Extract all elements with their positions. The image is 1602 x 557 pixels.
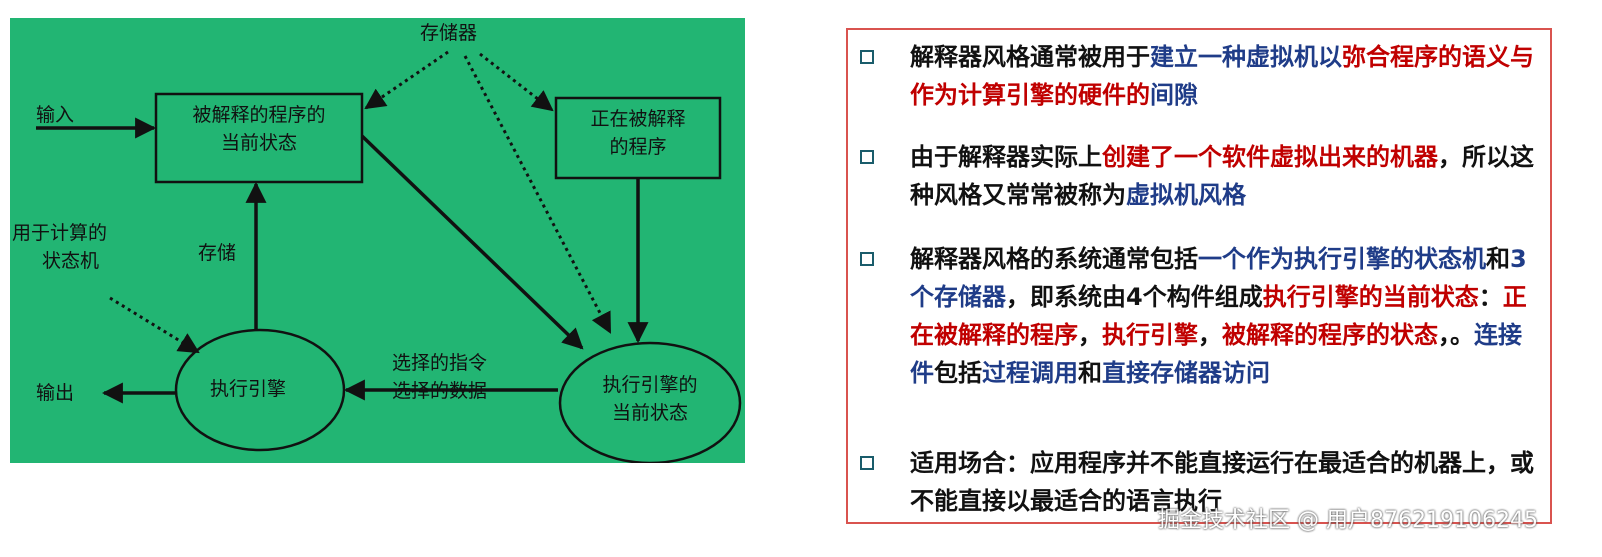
memory-to-state-dotted-arrow [364, 50, 449, 110]
bullet-segment: 建立一种虚拟机以 [1150, 43, 1342, 71]
bullet-segment: 执行引擎 [1102, 321, 1198, 349]
engine-state-ellipse [558, 341, 742, 463]
state-machine-label: 用于计算的 状态机 [12, 222, 108, 272]
program-label: 正在被解释 的程序 [590, 108, 686, 158]
bullet-segment: 和 [1078, 359, 1102, 387]
bullet-text: 适用场合：应用程序并不能直接运行在最适合的机器上，或不能直接以最适合的语言执行 [910, 444, 1538, 520]
bullet-segment: 被解释的程序的状态 [1222, 321, 1438, 349]
bullet-segment: 过程调用 [982, 359, 1078, 387]
square-bullet-icon [860, 150, 874, 164]
diagram-panel: 存储器 输入 被解释的程序的 当前状态 正在被解释 的程序 用于计算的 状态机 … [10, 18, 745, 463]
memory-to-engine-state-dotted-arrow [463, 55, 612, 334]
memory-to-program-dotted-arrow [479, 52, 554, 112]
bullet-segment: 包括 [934, 359, 982, 387]
bullet-segment: 弥合程序的语义与作为计算引擎的硬件的 [910, 43, 1534, 109]
storage-label: 存储器 [420, 22, 478, 44]
bullet-segment: ： [1478, 283, 1503, 311]
square-bullet-icon [860, 50, 874, 64]
bullet-segment: ，所以这种风格又常常被称为 [910, 143, 1534, 209]
bullet-text: 解释器风格通常被用于建立一种虚拟机以弥合程序的语义与作为计算引擎的硬件的间隙 [910, 38, 1538, 114]
bullet-segment: 适用场合：应用程序并不能直接运行在最适合的机器上，或不能直接以最适合的语言执行 [910, 449, 1534, 515]
bullet-segment: 解释器风格的系统通常包括 [910, 245, 1198, 273]
watermark: 掘金技术社区 @ 用户876219106245 [1158, 508, 1538, 533]
bullet-segment: 3个存储器 [910, 245, 1527, 311]
execution-engine-label: 执行引擎 [210, 378, 287, 400]
bullet-segment: ， [1198, 321, 1222, 349]
bullet-segment: 连接件 [910, 321, 1522, 387]
selected-label: 选择的指令 选择的数据 [392, 352, 488, 402]
bullet-segment: 间隙 [1150, 81, 1198, 109]
bullet-segment: 和 [1486, 245, 1510, 273]
bullet-segment: 由于解释器实际上 [910, 143, 1102, 171]
bullet-text: 解释器风格的系统通常包括一个作为执行引擎的状态机和3个存储器，即系统由4个构件组… [910, 240, 1538, 392]
bullet-segment: 创建了一个软件虚拟出来的机器 [1102, 143, 1438, 171]
bullet-segment: 一个作为执行引擎的状态机 [1198, 245, 1486, 273]
bullet-segment: ，。 [1438, 321, 1474, 349]
bullet-segment: 执行引擎的当前状态 [1262, 283, 1479, 311]
bullet-segment: 正在被解释的程序 [910, 283, 1527, 349]
diagram-svg [36, 50, 742, 463]
text-panel: 解释器风格通常被用于建立一种虚拟机以弥合程序的语义与作为计算引擎的硬件的间隙 由… [846, 28, 1552, 524]
bullet-segment: 直接存储器访问 [1102, 359, 1270, 387]
bullet-segment: ，即系统由4个构件组成 [1006, 283, 1263, 311]
square-bullet-icon [860, 456, 874, 470]
interpreted-state-label: 被解释的程序的 当前状态 [192, 104, 326, 154]
state-to-engine-state-arrow [360, 134, 584, 350]
input-label: 输入 [36, 104, 75, 126]
store-label: 存储 [198, 242, 237, 264]
engine-state-label: 执行引擎的 当前状态 [602, 374, 698, 424]
bullet-segment: 虚拟机风格 [1126, 181, 1246, 209]
bullet-segment: 解释器风格通常被用于 [910, 43, 1150, 71]
bullet-text: 由于解释器实际上创建了一个软件虚拟出来的机器，所以这种风格又常常被称为虚拟机风格 [910, 138, 1538, 214]
square-bullet-icon [860, 252, 874, 266]
bullet-segment: ， [1078, 321, 1102, 349]
state-machine-dotted-arrow [109, 296, 200, 354]
output-label: 输出 [36, 382, 75, 404]
